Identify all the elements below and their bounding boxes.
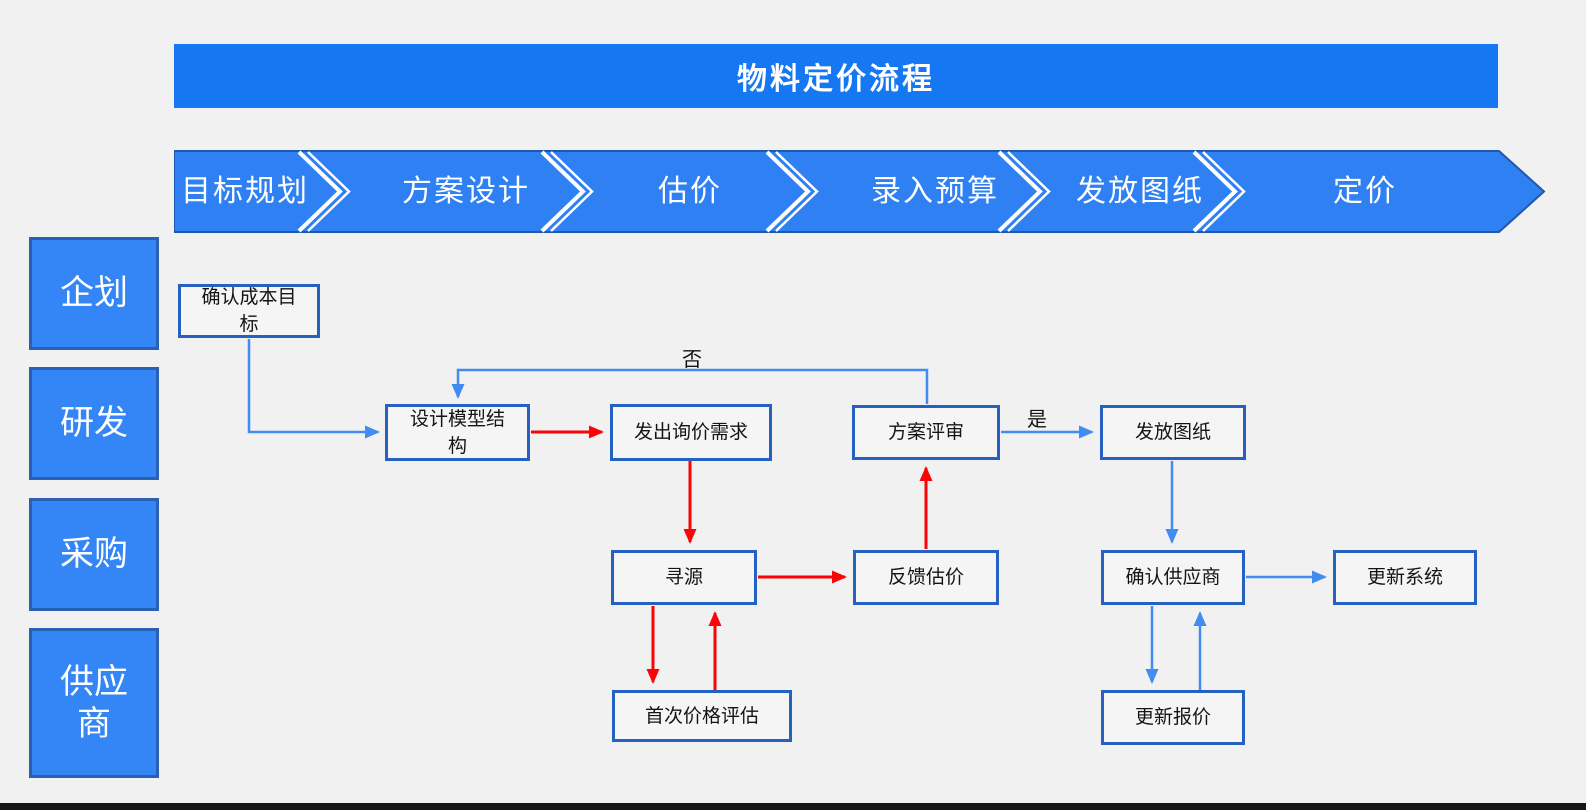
lane-rnd: 研发 (29, 367, 159, 480)
phase-budget-entry: 录入预算 (871, 174, 999, 209)
edge-label-no: 否 (682, 347, 702, 371)
phase-goal-planning: 目标规划 (181, 174, 309, 209)
chevron-separator-icon (765, 150, 811, 233)
node-update-system-label: 更新系统 (1366, 566, 1443, 589)
phase-estimation: 估价 (658, 174, 722, 209)
node-update-quote-label: 更新报价 (1134, 706, 1211, 729)
arrow-review-no-loop-to-design (451, 368, 929, 404)
lane-procurement-label: 采购 (60, 534, 128, 575)
node-design-model-structure-label: 设计模型结构 (409, 407, 505, 457)
lane-rnd-label: 研发 (60, 403, 128, 444)
node-send-inquiry-request-label: 发出询价需求 (633, 421, 748, 444)
node-update-system: 更新系统 (1333, 550, 1477, 605)
node-feedback-estimate: 反馈估价 (853, 550, 999, 605)
diagram-title-bar: 物料定价流程 (174, 44, 1498, 108)
bottom-edge-bar (0, 803, 1586, 810)
node-first-price-evaluation: 首次价格评估 (612, 690, 792, 742)
node-confirm-supplier-label: 确认供应商 (1125, 566, 1221, 589)
node-confirm-supplier: 确认供应商 (1101, 550, 1245, 605)
node-issue-drawings-label: 发放图纸 (1134, 421, 1211, 444)
chevron-separator-icon (550, 151, 594, 232)
arrow-cost-target-to-design (247, 339, 380, 439)
node-feedback-estimate-label: 反馈估价 (887, 566, 964, 589)
chevron-separator-icon (1007, 151, 1051, 232)
node-confirm-cost-target: 确认成本目标 (178, 284, 320, 338)
lane-supplier: 供应商 (29, 628, 159, 778)
phase-pricing: 定价 (1333, 174, 1397, 209)
chevron-bar-shape (174, 150, 1546, 233)
node-issue-drawings: 发放图纸 (1100, 405, 1246, 460)
diagram-title: 物料定价流程 (737, 62, 935, 97)
node-update-quote: 更新报价 (1101, 690, 1245, 745)
chevron-separator-icon (297, 150, 343, 233)
node-send-inquiry-request: 发出询价需求 (610, 404, 772, 461)
chevron-separator-icon (307, 151, 351, 232)
phase-scheme-design: 方案设计 (402, 174, 530, 209)
chevron-separator-icon (1192, 150, 1238, 233)
node-design-model-structure: 设计模型结构 (385, 404, 530, 461)
node-confirm-cost-target-label: 确认成本目标 (201, 286, 297, 335)
chevron-separator-icon (540, 150, 586, 233)
chevron-separator-icon (997, 150, 1043, 233)
node-scheme-review-label: 方案评审 (887, 421, 964, 444)
lane-procurement: 采购 (29, 498, 159, 611)
phase-issue-drawings: 发放图纸 (1076, 174, 1204, 209)
lane-planning: 企划 (29, 237, 159, 350)
chevron-separator-icon (775, 151, 819, 232)
edge-label-yes: 是 (1027, 407, 1047, 431)
node-first-price-evaluation-label: 首次价格评估 (644, 704, 759, 727)
phase-chevron-bar (174, 150, 1546, 233)
node-sourcing: 寻源 (611, 550, 757, 605)
node-scheme-review: 方案评审 (852, 405, 1000, 460)
lane-supplier-label: 供应商 (60, 661, 128, 745)
node-sourcing-label: 寻源 (664, 566, 703, 589)
chevron-separator-icon (1202, 151, 1246, 232)
lane-planning-label: 企划 (60, 273, 128, 314)
